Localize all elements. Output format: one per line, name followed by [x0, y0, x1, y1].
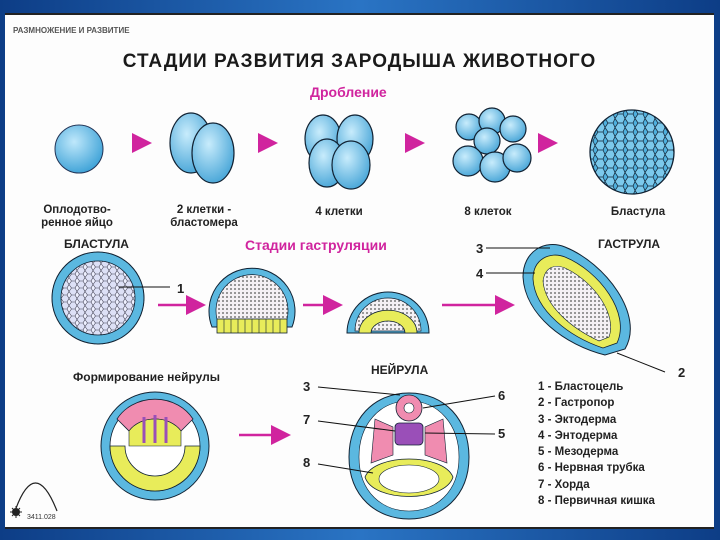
legend-item: 6 - Нервная трубка — [538, 462, 645, 475]
stage-label-blastula: Бластула — [610, 206, 666, 218]
label-number-6: 6 — [498, 388, 506, 403]
legend-item: 5 - Мезодерма — [538, 446, 619, 459]
catalog-code: 3411.028 — [27, 514, 56, 521]
neurula-section — [317, 386, 496, 520]
label-number-1: 1 — [177, 281, 185, 296]
stage-label-4cells: 4 клетки — [315, 206, 363, 218]
label-number-5: 5 — [498, 426, 506, 441]
two-cell-stage — [169, 112, 235, 184]
publisher-emblem — [10, 482, 58, 518]
label-number-3: 3 — [476, 241, 484, 256]
legend: 1 - Бластоцель 2 - Гастропор 3 - Эктодер… — [538, 379, 655, 509]
legend-item: 1 - Бластоцель — [538, 381, 624, 393]
gastrula-heading: ГАСТРУЛА — [598, 237, 661, 251]
blastula-section — [51, 251, 170, 345]
legend-item: 8 - Первичная кишка — [538, 495, 655, 508]
label-number-3b: 3 — [303, 379, 311, 394]
label-number-8: 8 — [303, 455, 311, 470]
legend-item: 7 - Хорда — [538, 478, 590, 491]
label-number-7: 7 — [303, 412, 311, 427]
legend-item: 4 - Энтодерма — [538, 429, 618, 442]
label-number-2: 2 — [678, 365, 686, 380]
diagram-sheet: РАЗМНОЖЕНИЕ И РАЗВИТИЕ СТАДИИ РАЗВИТИЯ З… — [5, 13, 714, 529]
stage-label-8cells: 8 клеток — [464, 206, 512, 218]
early-gastrula — [208, 267, 296, 334]
neurula-heading: НЕЙРУЛА — [371, 363, 429, 377]
four-cell-stage — [304, 114, 374, 190]
gastrula — [486, 244, 666, 373]
page-title: СТАДИИ РАЗВИТИЯ ЗАРОДЫША ЖИВОТНОГО — [122, 51, 597, 72]
eight-cell-stage — [452, 107, 532, 183]
neurula-formation-heading: Формирование нейрулы — [73, 370, 221, 384]
stage-label-egg: Оплодотво-ренное яйцо — [41, 204, 113, 229]
section-header: РАЗМНОЖЕНИЕ И РАЗВИТИЕ — [13, 26, 130, 35]
neurula-formation — [100, 391, 210, 501]
fertilized-egg — [54, 124, 104, 174]
mid-gastrula — [346, 291, 430, 334]
stage-label-2cells: 2 клетки -бластомера — [170, 204, 238, 229]
blastula-outer — [589, 109, 675, 195]
legend-item: 3 - Эктодерма — [538, 413, 617, 426]
legend-item: 2 - Гастропор — [538, 397, 615, 410]
cleavage-heading: Дробление — [310, 84, 387, 100]
blastula-heading: БЛАСТУЛА — [64, 237, 129, 251]
label-number-4: 4 — [476, 266, 484, 281]
gastrulation-heading: Стадии гаструляции — [245, 237, 387, 253]
embryo-illustrations — [10, 107, 675, 520]
